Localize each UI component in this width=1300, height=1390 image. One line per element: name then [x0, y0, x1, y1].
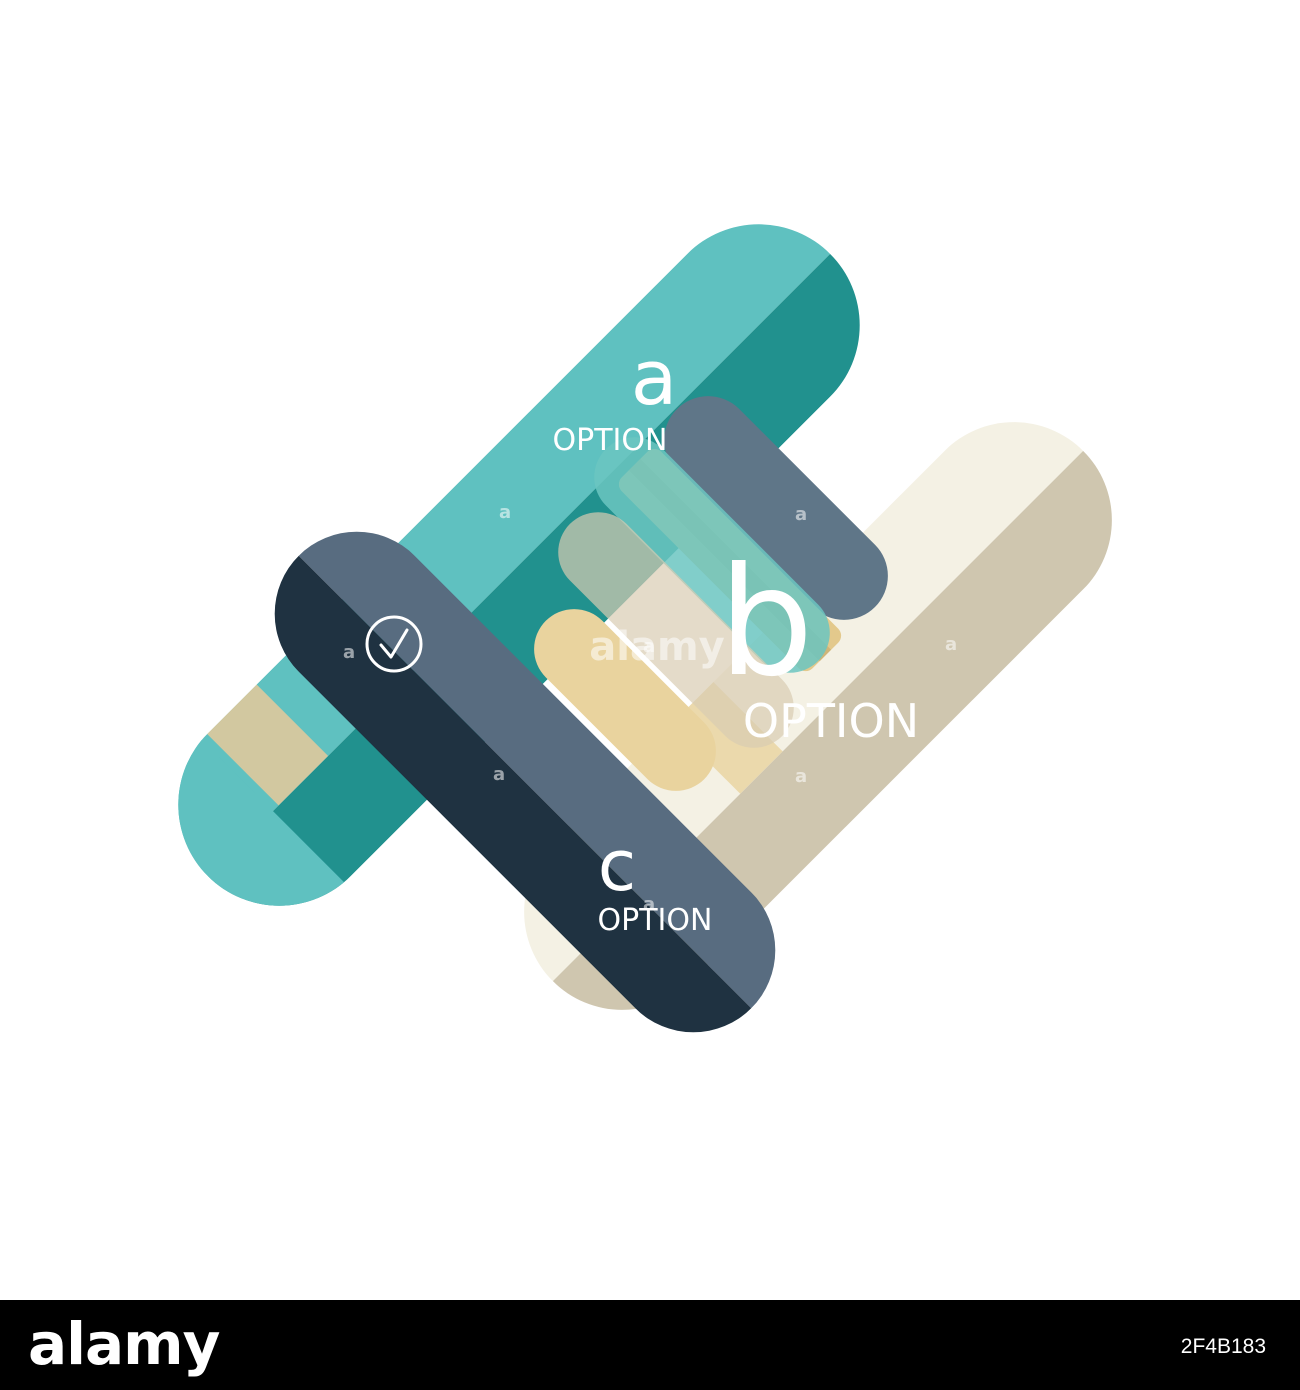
image-id: 2F4B183 — [1180, 1335, 1266, 1358]
watermark-mark: a — [643, 894, 655, 915]
option-a-letter: a — [631, 333, 678, 422]
slate-pill — [664, 396, 888, 620]
option-a-label: OPTION — [553, 423, 668, 458]
tan-pill — [534, 609, 716, 791]
option-b-letter: b — [718, 536, 813, 710]
option-b-label: OPTION — [743, 694, 919, 748]
option-c-band — [240, 497, 810, 1067]
brand-logo: alamy — [28, 1310, 220, 1378]
watermark-mark: a — [643, 636, 655, 657]
option-c-letter: c — [598, 825, 637, 907]
watermark-mark: a — [795, 504, 807, 525]
infographic-diagram: a OPTION b OPTION c OPTION alamy a a a a… — [136, 182, 1153, 1067]
watermark-mark: a — [343, 642, 355, 663]
watermark: alamy — [589, 624, 724, 670]
beige-pill — [558, 512, 794, 748]
watermark-mark: a — [493, 764, 505, 785]
teal-pill — [594, 437, 830, 673]
checkmark-circle-icon — [365, 615, 423, 673]
option-c-label: OPTION — [598, 903, 713, 938]
stock-footer-bar: alamy 2F4B183 — [0, 1300, 1300, 1390]
watermark-mark: a — [499, 502, 511, 523]
watermark-mark: a — [795, 766, 807, 787]
watermark-mark: a — [945, 634, 957, 655]
